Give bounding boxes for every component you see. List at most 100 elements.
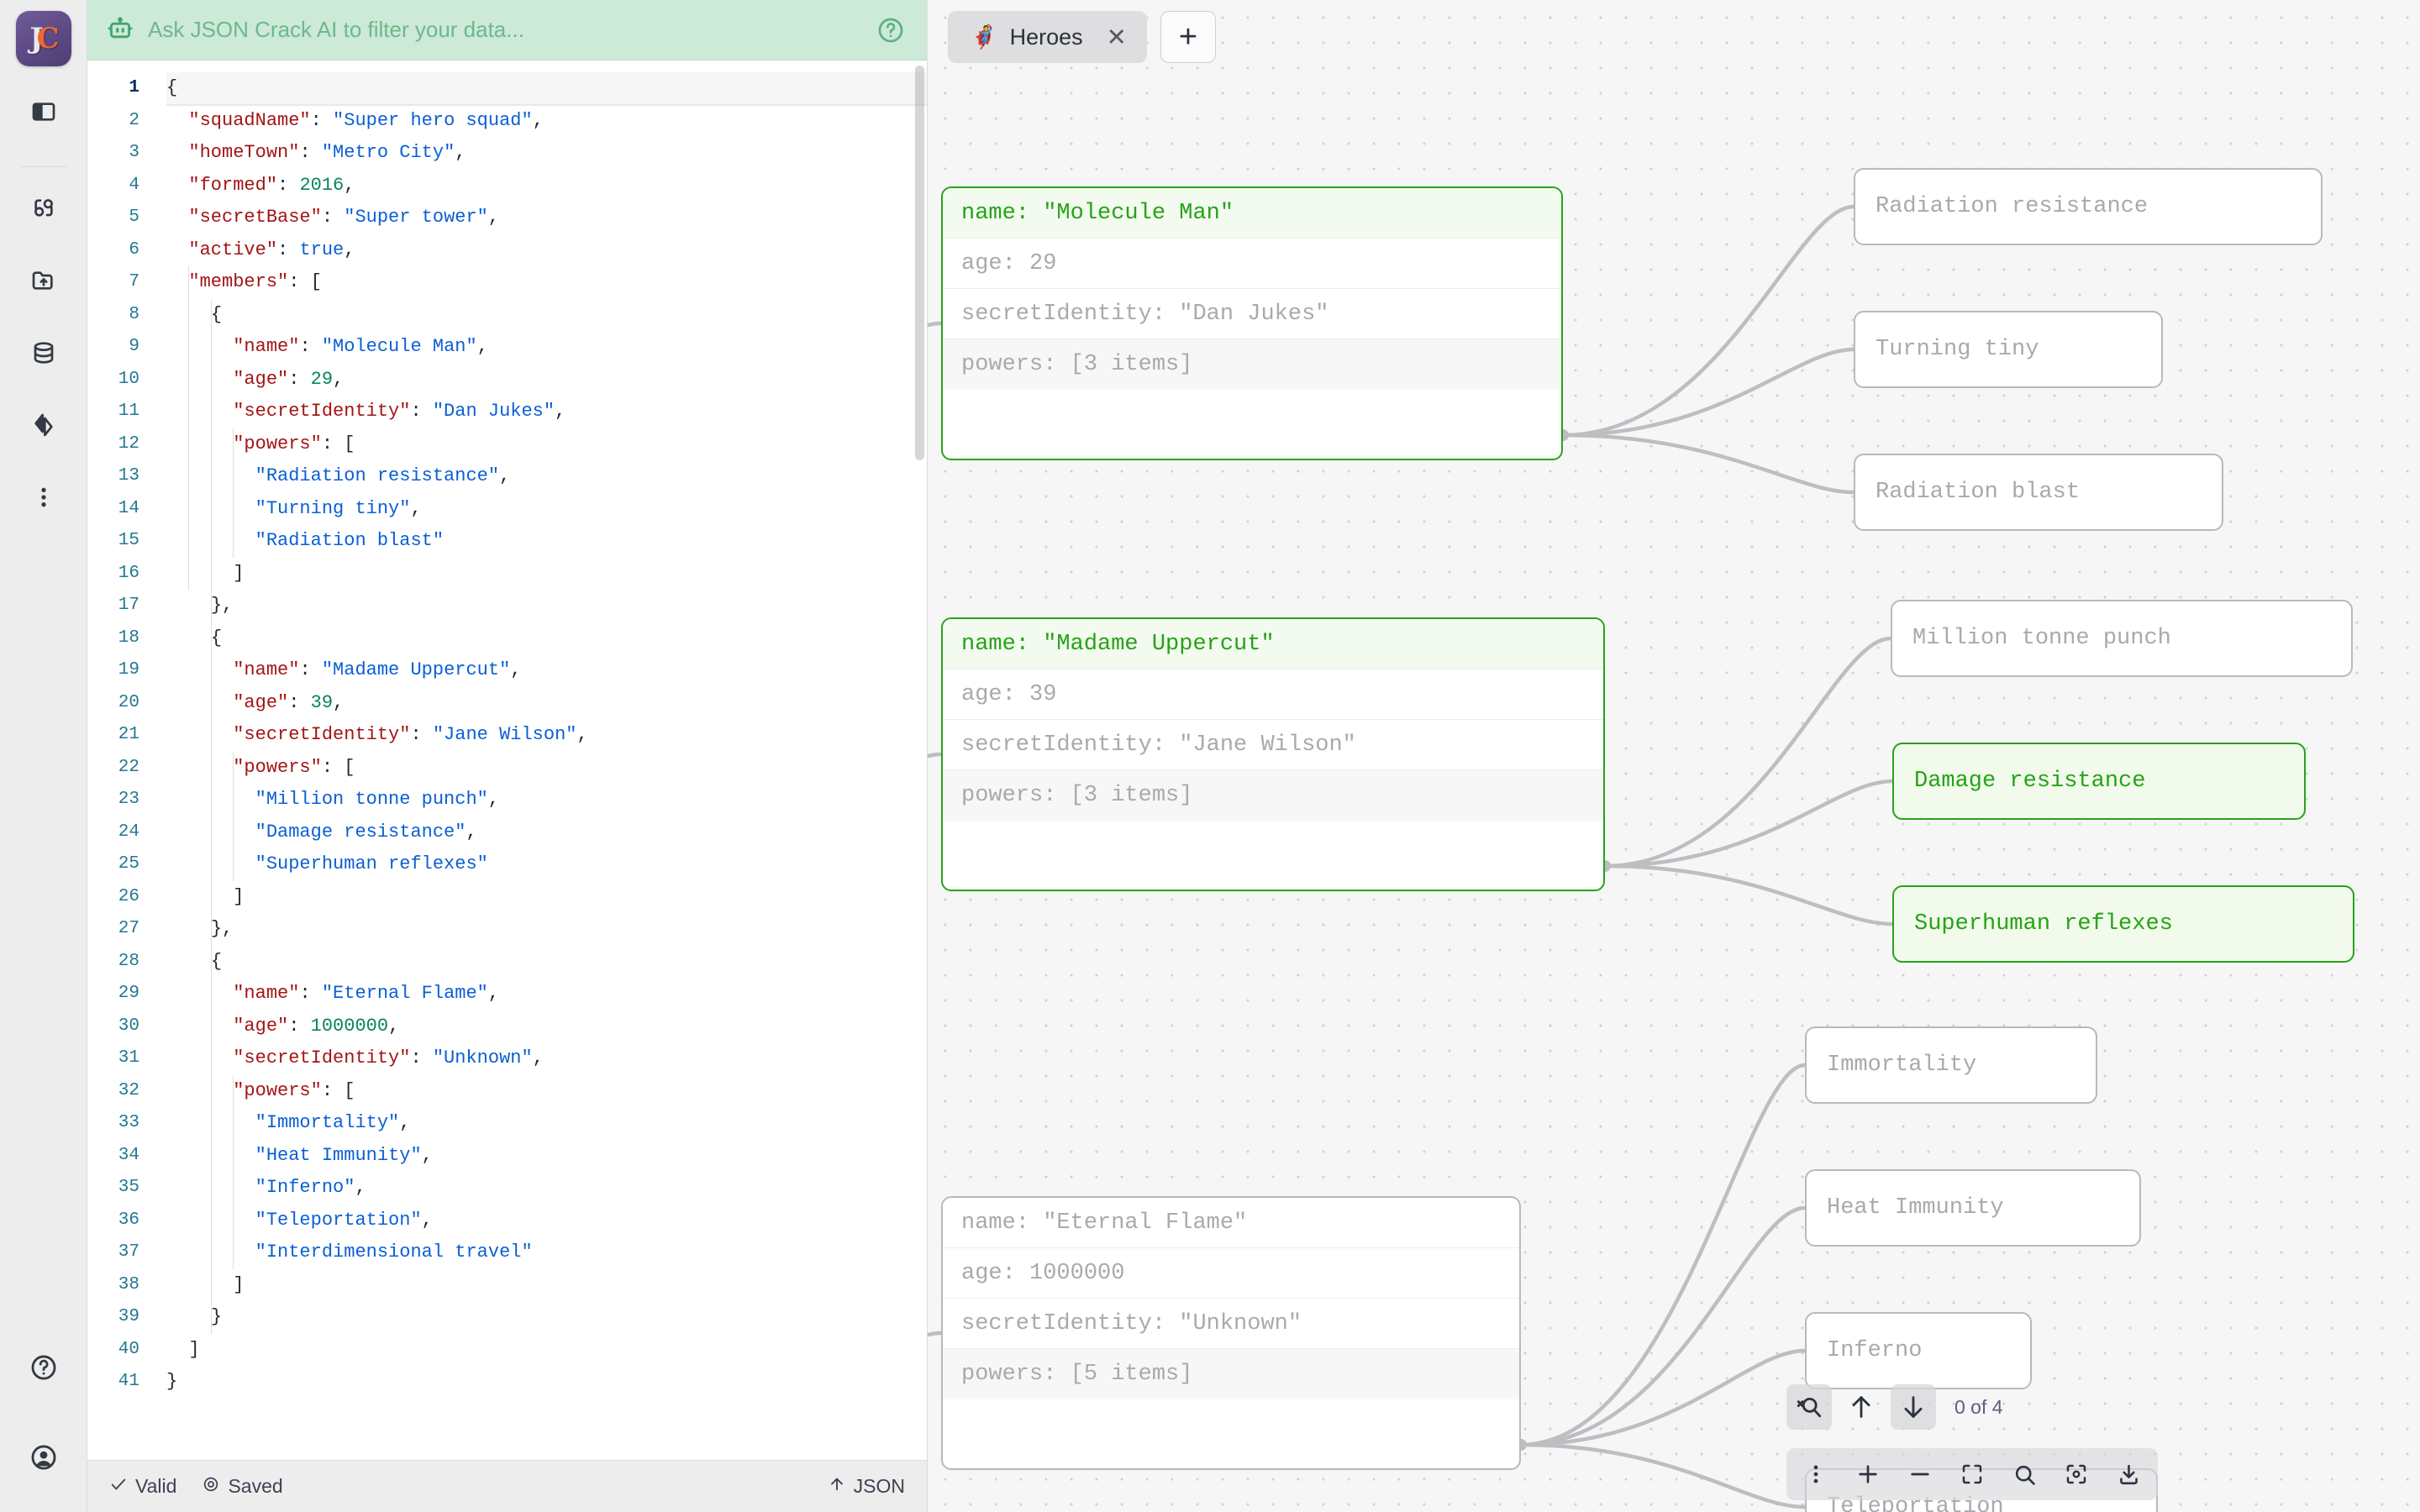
fit-screen-icon[interactable] [1949, 1452, 1995, 1497]
code-line[interactable]: "age": 39, [166, 687, 927, 720]
account-icon[interactable] [18, 1432, 69, 1483]
graph-node-heat-immunity[interactable]: Heat Immunity [1805, 1169, 2141, 1247]
zoom-out-button[interactable] [1897, 1452, 1943, 1497]
zoom-in-button[interactable] [1845, 1452, 1891, 1497]
code-line[interactable]: "Radiation resistance", [166, 460, 927, 493]
code-line[interactable]: "Interdimensional travel" [166, 1236, 927, 1269]
code-line[interactable]: ] [166, 881, 927, 914]
graph-node-row[interactable]: powers: [3 items] [943, 770, 1603, 821]
code-line[interactable]: "Inferno", [166, 1172, 927, 1205]
code-line[interactable]: { [166, 299, 927, 332]
code-token: "Interdimensional travel" [255, 1242, 533, 1263]
search-prev-button[interactable] [1839, 1384, 1884, 1430]
tab-heroes[interactable]: 🦸 Heroes ✕ [948, 11, 1147, 63]
code-line[interactable]: "secretBase": "Super tower", [166, 202, 927, 234]
code-line[interactable]: "secretIdentity": "Unknown", [166, 1042, 927, 1075]
code-line[interactable]: "secretIdentity": "Dan Jukes", [166, 396, 927, 428]
more-vertical-icon[interactable] [1793, 1452, 1839, 1497]
status-format[interactable]: JSON [828, 1475, 905, 1499]
graph-node-radiation-blast[interactable]: Radiation blast [1854, 454, 2223, 531]
graph-node-immortality[interactable]: Immortality [1805, 1026, 2097, 1104]
code-line[interactable]: ] [166, 1269, 927, 1302]
graph-node-damage-resistance[interactable]: Damage resistance [1892, 743, 2306, 820]
database-icon[interactable] [18, 328, 69, 378]
code-line[interactable]: "Radiation blast" [166, 525, 927, 558]
code-line[interactable]: "name": "Eternal Flame", [166, 978, 927, 1011]
help-circle-icon[interactable] [18, 1342, 69, 1393]
graph-node-row[interactable]: secretIdentity: "Jane Wilson" [943, 720, 1603, 770]
ai-filter-bar[interactable]: Ask JSON Crack AI to filter your data... [87, 0, 927, 60]
code-line[interactable]: "homeTown": "Metro City", [166, 137, 927, 170]
graph-node-inferno[interactable]: Inferno [1805, 1312, 2032, 1389]
code-line[interactable]: "Million tonne punch", [166, 784, 927, 816]
code-line[interactable]: "Turning tiny", [166, 493, 927, 526]
code-line[interactable]: "members": [ [166, 266, 927, 299]
graph-node-row[interactable]: secretIdentity: "Dan Jukes" [943, 289, 1561, 339]
code-line[interactable]: }, [166, 913, 927, 946]
code-line[interactable]: "name": "Madame Uppercut", [166, 654, 927, 687]
code-line[interactable]: { [166, 946, 927, 979]
search-off-icon[interactable] [1786, 1384, 1832, 1430]
close-icon[interactable]: ✕ [1106, 24, 1127, 51]
editor-scrollbar-thumb[interactable] [915, 66, 924, 460]
code-line[interactable]: "powers": [ [166, 428, 927, 461]
code-line[interactable]: } [166, 1366, 927, 1399]
code-line[interactable]: "powers": [ [166, 1075, 927, 1108]
question-circle-icon[interactable] [876, 16, 905, 45]
code-line[interactable]: "powers": [ [166, 752, 927, 785]
graph-node-row[interactable]: secretIdentity: "Unknown" [943, 1299, 1519, 1349]
code-line[interactable]: "Immortality", [166, 1107, 927, 1140]
status-saved[interactable]: Saved [202, 1475, 283, 1499]
code-line[interactable]: ] [166, 1334, 927, 1367]
graph-node-turning-tiny[interactable]: Turning tiny [1854, 311, 2163, 388]
graph-node-radiation-resistance[interactable]: Radiation resistance [1854, 168, 2323, 245]
graph-node-superhuman-reflexes[interactable]: Superhuman reflexes [1892, 885, 2354, 963]
code-content[interactable]: { "squadName": "Super hero squad", "home… [150, 60, 927, 1460]
graph-node-million-tonne-punch[interactable]: Million tonne punch [1891, 600, 2353, 677]
add-tab-button[interactable]: + [1160, 11, 1216, 63]
code-line[interactable]: ] [166, 558, 927, 591]
code-line[interactable]: "squadName": "Super hero squad", [166, 105, 927, 138]
code-line[interactable]: { [166, 622, 927, 655]
graph-node-row[interactable]: powers: [5 items] [943, 1349, 1519, 1399]
code-line[interactable]: { [166, 72, 927, 105]
editor-scrollbar-track[interactable] [912, 60, 927, 1460]
import-folder-icon[interactable] [18, 255, 69, 306]
graph-node-row[interactable]: age: 1000000 [943, 1248, 1519, 1299]
download-icon[interactable] [2106, 1452, 2151, 1497]
code-line[interactable]: }, [166, 590, 927, 622]
more-vertical-icon[interactable] [18, 472, 69, 522]
code-token: , [576, 724, 588, 745]
graph-node-row[interactable]: age: 39 [943, 669, 1603, 720]
code-line[interactable]: "formed": 2016, [166, 170, 927, 202]
code-line[interactable]: } [166, 1301, 927, 1334]
search-icon[interactable] [2002, 1452, 2047, 1497]
status-valid[interactable]: Valid [109, 1475, 176, 1499]
graph-node-row[interactable]: name: "Molecule Man" [943, 188, 1561, 239]
focus-icon[interactable] [2054, 1452, 2099, 1497]
nodes-icon[interactable] [18, 183, 69, 234]
code-line[interactable]: "active": true, [166, 234, 927, 267]
code-line[interactable]: "age": 1000000, [166, 1011, 927, 1043]
graph-node-row[interactable]: powers: [3 items] [943, 339, 1561, 390]
code-line[interactable]: "name": "Molecule Man", [166, 331, 927, 364]
code-line[interactable]: "Superhuman reflexes" [166, 848, 927, 881]
graph-node-row[interactable]: name: "Eternal Flame" [943, 1198, 1519, 1248]
code-line[interactable]: "Teleportation", [166, 1205, 927, 1237]
ai-filter-input[interactable]: Ask JSON Crack AI to filter your data... [148, 17, 524, 42]
graph-canvas[interactable]: 🦸 Heroes ✕ + name: "Molecule Man"age: 29… [928, 0, 2420, 1512]
graph-node-row[interactable]: name: "Madame Uppercut" [943, 619, 1603, 669]
compare-icon[interactable] [18, 400, 69, 450]
code-line[interactable]: "Heat Immunity", [166, 1140, 927, 1173]
graph-node-row[interactable]: age: 29 [943, 239, 1561, 289]
code-line[interactable]: "age": 29, [166, 364, 927, 396]
search-next-button[interactable] [1891, 1384, 1936, 1430]
toggle-sidebar-icon[interactable] [18, 87, 69, 137]
code-line[interactable]: "secretIdentity": "Jane Wilson", [166, 719, 927, 752]
code-line[interactable]: "Damage resistance", [166, 816, 927, 849]
